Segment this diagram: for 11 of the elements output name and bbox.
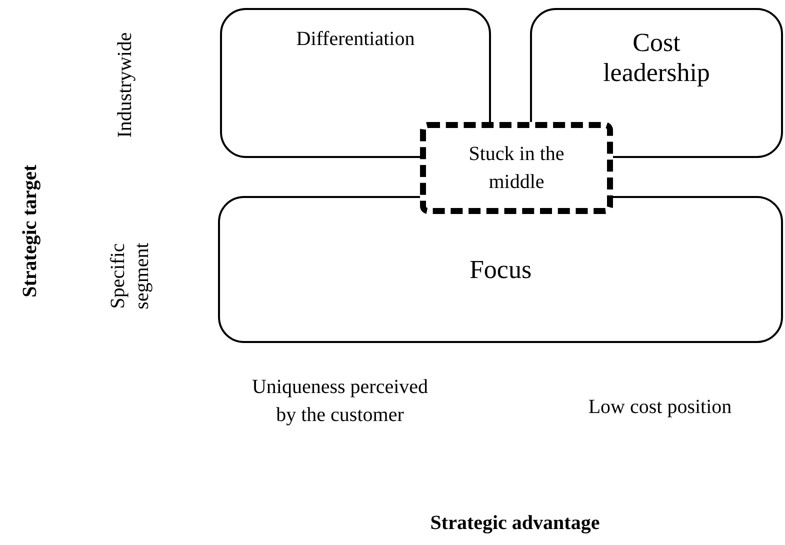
column-label: Uniqueness perceived by the customer: [250, 375, 430, 428]
box-label: Stuck in the middle: [468, 142, 566, 195]
column-label: Low cost position: [587, 395, 733, 420]
dashed-box: [420, 122, 613, 214]
box-label: Focus: [469, 254, 532, 286]
row-label: Specific segment: [106, 242, 154, 312]
box-label: Differentiation: [295, 27, 416, 52]
axis-title: Strategic advantage: [429, 511, 601, 536]
box-label: Cost leadership: [602, 28, 711, 88]
axis-title: Strategic target: [18, 164, 42, 300]
row-label: Industrywide: [113, 31, 137, 140]
